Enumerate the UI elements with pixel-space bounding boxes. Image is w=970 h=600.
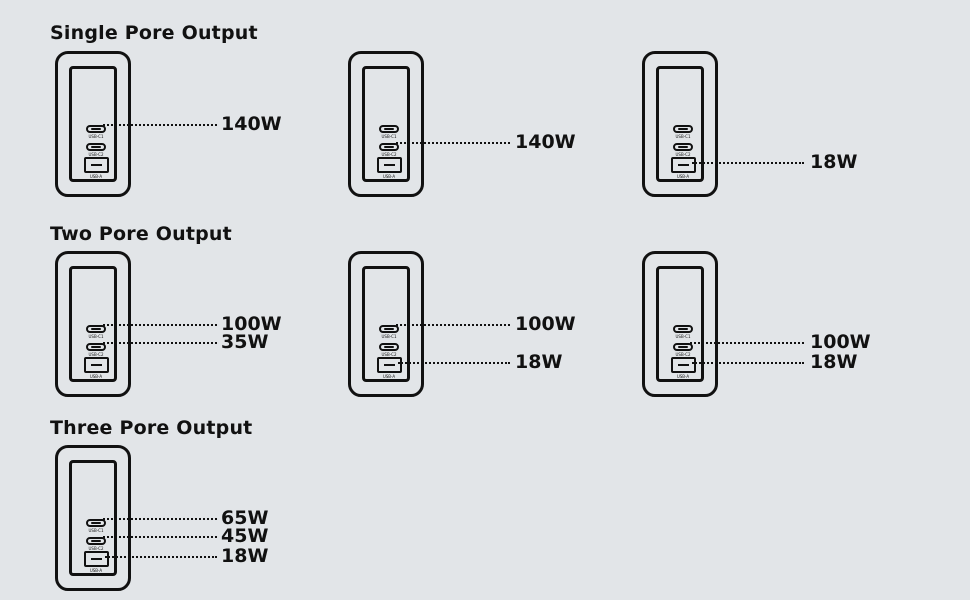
output-watt-label: 140W bbox=[221, 113, 282, 135]
usb-a-label: USB-A bbox=[89, 374, 103, 379]
usb-c2-label: USB-C2 bbox=[381, 152, 397, 157]
usb-a-label: USB-A bbox=[89, 174, 103, 179]
usb-a-label: USB-A bbox=[89, 568, 103, 573]
output-watt-label: 35W bbox=[221, 331, 269, 353]
usb-c1-label: USB-C1 bbox=[88, 134, 104, 139]
usb-c1-label: USB-C1 bbox=[88, 528, 104, 533]
output-watt-label: 65W bbox=[221, 507, 269, 529]
usb-c2-port bbox=[379, 143, 399, 151]
output-watt-label: 100W bbox=[221, 313, 282, 335]
output-watt-label: 140W bbox=[515, 131, 576, 153]
section-title-three-pore-output: Three Pore Output bbox=[50, 417, 253, 439]
leader-line bbox=[103, 518, 217, 520]
usb-c1-label: USB-C1 bbox=[675, 334, 691, 339]
usb-c2-port bbox=[86, 343, 106, 351]
leader-line bbox=[103, 342, 217, 344]
usb-a-label: USB-A bbox=[382, 174, 396, 179]
leader-line bbox=[692, 362, 804, 364]
section-title-single-pore-output: Single Pore Output bbox=[50, 22, 258, 44]
usb-a-port bbox=[84, 357, 109, 373]
charger-faceplate: USB-C1 USB-C2 USB-A bbox=[656, 66, 704, 182]
usb-c2-label: USB-C2 bbox=[88, 352, 104, 357]
usb-c1-port bbox=[86, 519, 106, 527]
usb-a-label: USB-A bbox=[676, 374, 690, 379]
usb-c2-label: USB-C2 bbox=[381, 352, 397, 357]
usb-c1-port bbox=[86, 325, 106, 333]
usb-a-port bbox=[377, 357, 402, 373]
usb-c2-port bbox=[673, 143, 693, 151]
usb-c1-port bbox=[86, 125, 106, 133]
usb-a-port bbox=[84, 551, 109, 567]
usb-c2-port bbox=[86, 537, 106, 545]
usb-a-port bbox=[84, 157, 109, 173]
usb-c1-port bbox=[673, 125, 693, 133]
output-watt-label: 18W bbox=[221, 545, 269, 567]
usb-c2-port bbox=[673, 343, 693, 351]
output-watt-label: 18W bbox=[810, 351, 858, 373]
output-watt-label: 100W bbox=[515, 313, 576, 335]
usb-a-label: USB-A bbox=[382, 374, 396, 379]
leader-line bbox=[103, 324, 217, 326]
usb-c2-label: USB-C2 bbox=[675, 152, 691, 157]
charger-faceplate: USB-C1 USB-C2 USB-A bbox=[362, 66, 410, 182]
leader-line bbox=[103, 124, 217, 126]
charger-two-3: USB-C1 USB-C2 USB-A bbox=[642, 251, 718, 397]
usb-c2-port bbox=[379, 343, 399, 351]
output-watt-label: 18W bbox=[515, 351, 563, 373]
charger-single-2: USB-C1 USB-C2 USB-A bbox=[348, 51, 424, 197]
leader-line bbox=[398, 362, 510, 364]
usb-c1-label: USB-C1 bbox=[381, 134, 397, 139]
usb-c1-port bbox=[379, 125, 399, 133]
usb-c1-label: USB-C1 bbox=[381, 334, 397, 339]
usb-c2-label: USB-C2 bbox=[88, 152, 104, 157]
leader-line bbox=[396, 324, 510, 326]
usb-a-label: USB-A bbox=[676, 174, 690, 179]
leader-line bbox=[105, 556, 217, 558]
usb-c1-label: USB-C1 bbox=[88, 334, 104, 339]
usb-c2-port bbox=[86, 143, 106, 151]
usb-c1-label: USB-C1 bbox=[675, 134, 691, 139]
leader-line bbox=[692, 162, 804, 164]
usb-c1-port bbox=[379, 325, 399, 333]
usb-a-port bbox=[671, 357, 696, 373]
usb-a-port bbox=[377, 157, 402, 173]
output-watt-label: 18W bbox=[810, 151, 858, 173]
charger-single-3: USB-C1 USB-C2 USB-A bbox=[642, 51, 718, 197]
usb-c1-port bbox=[673, 325, 693, 333]
output-watt-label: 100W bbox=[810, 331, 871, 353]
leader-line bbox=[396, 142, 510, 144]
usb-a-port bbox=[671, 157, 696, 173]
leader-line bbox=[103, 536, 217, 538]
usb-c2-label: USB-C2 bbox=[88, 546, 104, 551]
charger-faceplate: USB-C1 USB-C2 USB-A bbox=[656, 266, 704, 382]
usb-c2-label: USB-C2 bbox=[675, 352, 691, 357]
leader-line bbox=[690, 342, 804, 344]
output-watt-label: 45W bbox=[221, 525, 269, 547]
section-title-two-pore-output: Two Pore Output bbox=[50, 223, 232, 245]
